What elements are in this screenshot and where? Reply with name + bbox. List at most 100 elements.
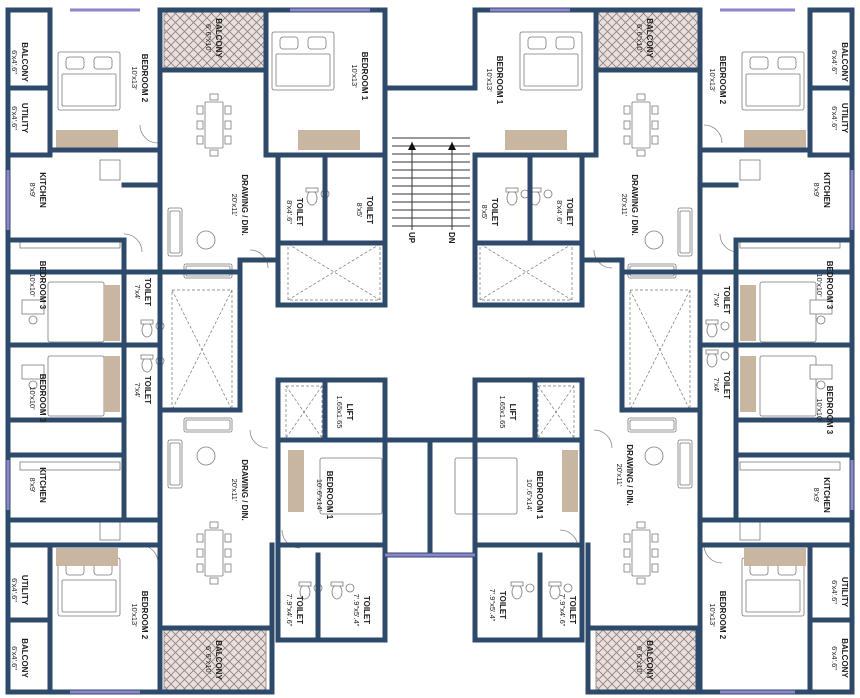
room-bedroom3-w1: BEDROOM 310'x10' (28, 261, 47, 310)
room-name: BALCONY (20, 42, 29, 82)
room-dimensions: 1.65x1.65 (498, 396, 507, 429)
staircase: UP DN (392, 137, 470, 244)
room-bedroom2-nw: BEDROOM 210'x13' (130, 54, 149, 103)
room-dimensions: 7'.9"x4'.6" (285, 594, 294, 627)
room-name: BALCONY (645, 18, 654, 58)
room-bedroom3-e1: BEDROOM 310'x10' (815, 261, 834, 310)
room-name: TOILET (722, 371, 731, 399)
room-name: TOILET (498, 591, 507, 619)
room-dimensions: 10'x13' (708, 68, 717, 92)
room-dimensions: 8'x9' (812, 488, 821, 504)
room-name: TOILET (568, 596, 577, 624)
room-dimensions: 7'.9"x4'.6" (558, 594, 567, 627)
room-name: BALCONY (214, 18, 223, 58)
room-name: TOILET (722, 286, 731, 314)
room-name: KITCHEN (822, 172, 831, 208)
room-name: DRAWING / DIN. (625, 444, 634, 505)
room-dimensions: 6'x4'.6" (830, 50, 839, 74)
room-dimensions: 8'x9' (812, 183, 821, 199)
room-dimensions: 20'x11' (230, 194, 239, 217)
room-name: BEDROOM 1 (535, 471, 544, 520)
room-dimensions: 8'x9' (28, 183, 37, 199)
room-name: KITCHEN (822, 477, 831, 513)
room-bedroom2-se: BEDROOM 210'x13' (708, 591, 727, 640)
room-name: UTILITY (20, 103, 29, 134)
room-bedroom1-s1: BEDROOM 110'.6"x14' (315, 471, 334, 520)
furniture (19, 93, 841, 600)
room-dimensions: 10'.6"x14' (525, 479, 534, 512)
room-dimensions: 10'x10' (28, 273, 37, 297)
room-bedroom1-n1: BEDROOM 110'x13' (350, 52, 369, 101)
room-dimensions: 6'x4'.6" (10, 578, 19, 602)
room-drawing-n1: DRAWING / DIN.20'x11' (230, 174, 249, 235)
room-dimensions: 6'x4'.6" (10, 106, 19, 130)
room-name: BEDROOM 2 (718, 56, 727, 105)
room-dimensions: 7'.9"x5'.4" (352, 594, 361, 627)
room-bedroom2-ne: BEDROOM 210'x13' (708, 56, 727, 105)
room-name: TOILET (490, 198, 499, 226)
room-dimensions: 1.65x1.65 (335, 396, 344, 429)
balconies (163, 7, 699, 693)
room-name: TOILET (295, 596, 304, 624)
room-name: BEDROOM 3 (825, 261, 834, 310)
room-dimensions: 8'x5' (355, 203, 364, 219)
room-dimensions: 6'.6"x10' (204, 24, 213, 53)
room-name: TOILET (362, 596, 371, 624)
room-name: DRAWING / DIN. (240, 459, 249, 520)
room-bedroom2-sw: BEDROOM 210'x13' (130, 591, 149, 640)
stair-down-label: DN (447, 232, 456, 244)
room-name: BEDROOM 3 (38, 374, 47, 423)
room-dimensions: 6'.6"x10' (204, 646, 213, 675)
room-name: TOILET (143, 376, 152, 404)
room-bedroom1-n2: BEDROOM 110'x13' (485, 56, 504, 105)
room-name: BEDROOM 2 (718, 591, 727, 640)
room-dimensions: 20'x11' (615, 464, 624, 487)
room-dimensions: 10'x10' (815, 398, 824, 422)
room-dimensions: 10'.6"x14' (315, 479, 324, 512)
room-name: TOILET (295, 198, 304, 226)
room-dimensions: 10'x13' (708, 603, 717, 627)
room-dimensions: 6'x4'.6" (830, 580, 839, 604)
room-dimensions: 6'x4'.6" (830, 646, 839, 670)
room-name: TOILET (143, 278, 152, 306)
room-name: KITCHEN (38, 172, 47, 208)
room-name: BALCONY (840, 42, 849, 82)
room-bedroom1-s2: BEDROOM 110'.6"x14' (525, 471, 544, 520)
room-name: BALCONY (840, 638, 849, 678)
shafts (171, 243, 691, 439)
room-name: BEDROOM 1 (325, 471, 334, 520)
room-dimensions: 10'x10' (28, 386, 37, 410)
room-dimensions: 7'x4' (133, 383, 142, 399)
room-name: BALCONY (20, 638, 29, 678)
room-drawing-w2: DRAWING / DIN.20'x11' (230, 459, 249, 520)
room-name: BEDROOM 1 (360, 52, 369, 101)
room-name: LIFT (508, 404, 517, 421)
room-dimensions: 10'x13' (350, 64, 359, 88)
room-name: KITCHEN (38, 467, 47, 503)
room-dimensions: 7'x4' (712, 378, 721, 394)
room-dimensions: 8'x9' (28, 478, 37, 494)
room-dimensions: 8'x4'.6" (285, 200, 294, 224)
